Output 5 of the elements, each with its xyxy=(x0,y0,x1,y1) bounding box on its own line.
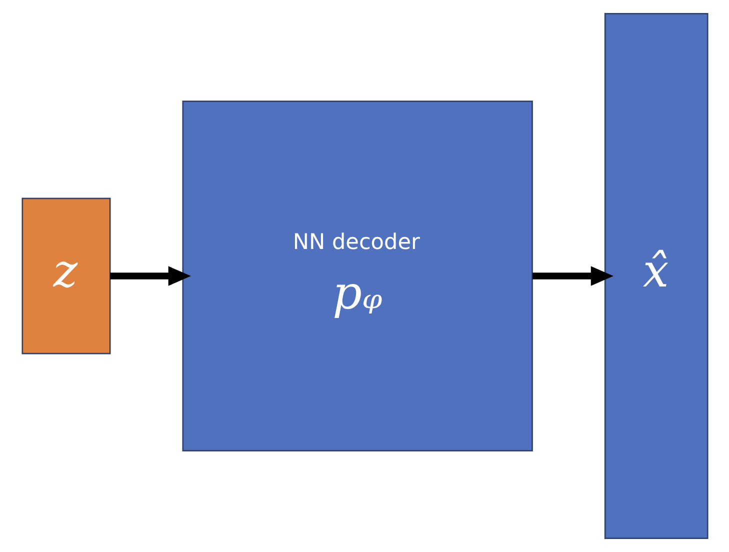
node-box: x̂ xyxy=(604,12,708,540)
arrow xyxy=(110,266,190,286)
node-box: z xyxy=(21,198,110,354)
arrow xyxy=(532,266,613,286)
node-box: NN decoder pᵩ xyxy=(182,100,532,452)
